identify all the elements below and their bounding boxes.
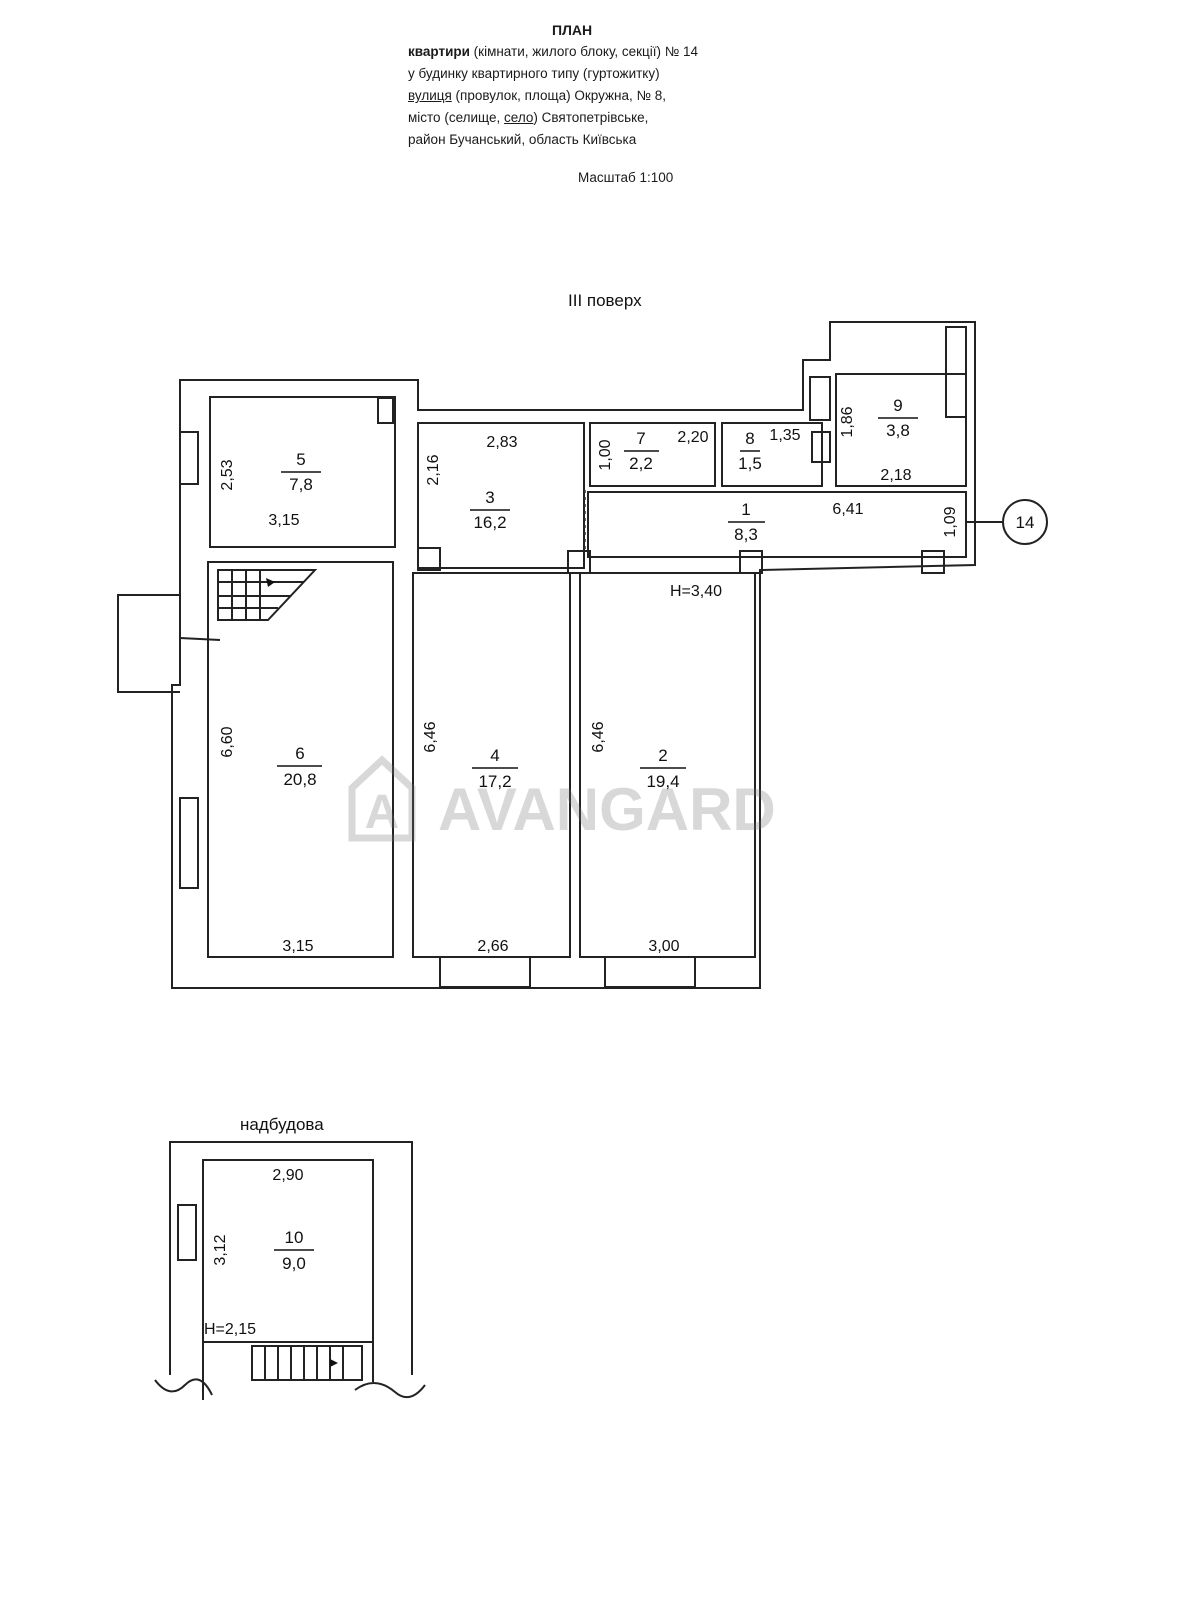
plan-title: ПЛАН <box>552 22 593 38</box>
ceiling-height-addition: H=2,15 <box>204 1321 256 1338</box>
addition-outer-wall <box>169 1141 413 1375</box>
column-1 <box>417 547 441 571</box>
room-6-area: 20,8 <box>283 770 316 789</box>
dim-r6-width: 3,15 <box>282 938 313 955</box>
room-5-area: 7,8 <box>289 475 313 494</box>
room-8-outline <box>721 422 823 487</box>
addition-label: надбудова <box>240 1115 324 1134</box>
outer-wall <box>171 321 976 989</box>
dim-r4-height: 6,46 <box>422 721 439 752</box>
room-2-area: 19,4 <box>646 772 679 791</box>
dim-r2-height: 6,46 <box>590 721 607 752</box>
dim-r7-height: 1,00 <box>597 439 614 470</box>
room-1-outline <box>587 491 967 558</box>
dim-r2-width: 3,00 <box>648 938 679 955</box>
plan-scale: Масштаб 1:100 <box>578 170 674 185</box>
dim-r1-height: 1,09 <box>942 506 959 537</box>
dim-r8-width: 1,35 <box>769 427 800 444</box>
room-7-area: 2,2 <box>629 454 653 473</box>
plan-header: ПЛАН квартири (кімнати, жилого блоку, се… <box>0 18 1200 198</box>
room-9-number: 9 <box>893 396 902 415</box>
dim-r6-height: 6,60 <box>219 726 236 757</box>
room-5-number: 5 <box>296 450 305 469</box>
header-line-apartment: квартири (кімнати, жилого блоку, секції)… <box>408 44 699 59</box>
room-5-outline <box>209 396 396 548</box>
dim-r9-height: 1,86 <box>839 406 856 437</box>
stair-addition <box>251 1345 363 1381</box>
vent-shaft-a <box>809 376 831 421</box>
room-8-number: 8 <box>745 429 754 448</box>
stair-main <box>217 569 318 621</box>
room-6-outline <box>207 561 394 958</box>
dim-r4-width: 2,66 <box>477 938 508 955</box>
room-10-number: 10 <box>285 1228 304 1247</box>
window-addition <box>177 1204 197 1261</box>
addition-inner-walls <box>202 1342 374 1400</box>
stair-arrow <box>266 578 275 587</box>
dim-r10-width: 2,90 <box>272 1167 303 1184</box>
window-bottom-1 <box>439 956 531 988</box>
room-6-number: 6 <box>295 744 304 763</box>
chimney-small <box>377 397 394 424</box>
column-3 <box>739 550 763 574</box>
stair-arrow-addition <box>330 1359 338 1367</box>
dim-r3-width: 2,83 <box>486 434 517 451</box>
room-8-area: 1,5 <box>738 454 762 473</box>
window-left-1 <box>179 431 199 485</box>
room-7-outline <box>589 422 716 487</box>
dim-r9-width: 2,18 <box>880 467 911 484</box>
apartment-marker: 14 <box>1016 513 1035 532</box>
header-line-building: у будинку квартирного типу (гуртожитку) <box>408 66 660 81</box>
room-3-number: 3 <box>485 488 494 507</box>
watermark-logo-letter: A <box>365 786 400 839</box>
apartment-marker-circle <box>1002 499 1048 545</box>
room-2-outline <box>579 572 756 958</box>
room-4-number: 4 <box>490 746 499 765</box>
header-line-city: місто (селище, село) Святопетрівське, <box>408 110 649 125</box>
room-10-area: 9,0 <box>282 1254 306 1273</box>
column-2 <box>567 550 591 574</box>
vent-shaft-b <box>811 431 831 463</box>
column-4 <box>921 550 945 574</box>
room-2-number: 2 <box>658 746 667 765</box>
avangard-logo <box>348 755 416 842</box>
window-left-2 <box>179 797 199 889</box>
room-10-outline <box>202 1159 374 1343</box>
room-4-outline <box>412 572 571 958</box>
break-line <box>154 1378 426 1399</box>
watermark-text: AVANGARD <box>438 776 776 843</box>
header-line-district: район Бучанський, область Київська <box>408 132 637 147</box>
window-bottom-2 <box>604 956 696 988</box>
room-1-area: 8,3 <box>734 525 758 544</box>
dim-r1-width: 6,41 <box>832 501 863 518</box>
room-7-number: 7 <box>636 429 645 448</box>
room-4-area: 17,2 <box>478 772 511 791</box>
dim-r5-width: 3,15 <box>268 512 299 529</box>
header-line-street: вулиця (провулок, площа) Окружна, № 8, <box>408 88 667 103</box>
room-3-area: 16,2 <box>473 513 506 532</box>
balcony <box>117 594 180 693</box>
room-9-area: 3,8 <box>886 421 910 440</box>
dim-r7-width: 2,20 <box>677 429 708 446</box>
room-9-outline <box>835 373 967 487</box>
vent-shaft-c <box>945 326 967 418</box>
dim-r3-height: 2,16 <box>425 454 442 485</box>
dim-r5-height: 2,53 <box>219 459 236 490</box>
room-3-outline <box>417 422 585 569</box>
watermark: A AVANGARD <box>348 755 776 843</box>
room-1-number: 1 <box>741 500 750 519</box>
floor-label: III поверх <box>568 291 642 310</box>
ceiling-height-main: H=3,40 <box>670 583 722 600</box>
floor-plan-labels: III поверх надбудова 14 5 7,8 3 16,2 7 2… <box>204 291 1034 1338</box>
dim-r10-height: 3,12 <box>212 1234 229 1265</box>
